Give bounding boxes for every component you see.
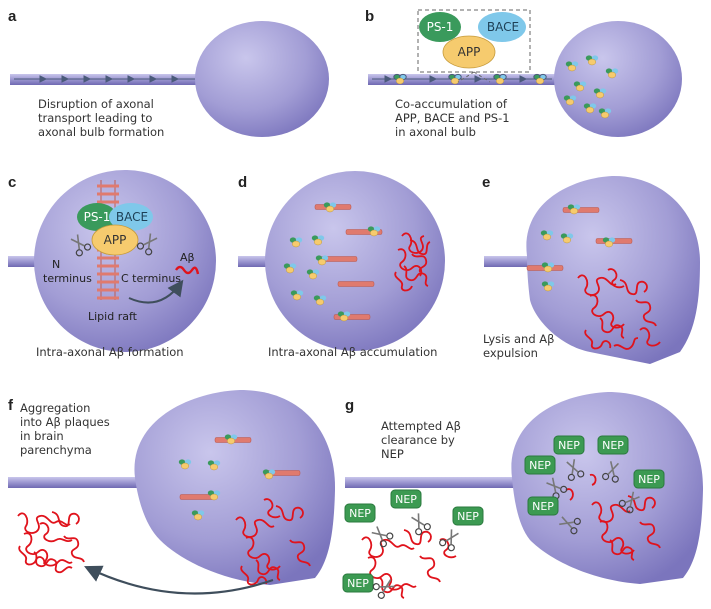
ps1-c	[77, 203, 117, 231]
bace-label-c: BACE	[116, 210, 148, 224]
nep-enzyme: NEP	[342, 573, 398, 601]
panel-label-d: d	[238, 174, 247, 191]
caption-c: Intra-axonal Aβ formation	[36, 345, 184, 359]
ps1-label-c: PS-1	[84, 210, 111, 224]
nep-enzyme: NEP	[617, 469, 665, 515]
nep-label: NEP	[349, 507, 371, 520]
nep-label: NEP	[558, 439, 580, 452]
nep-enzyme: NEP	[527, 496, 582, 536]
caption-f-line4: parenchyma	[20, 443, 92, 457]
panel-label-a: a	[8, 8, 17, 25]
nep-label: NEP	[347, 577, 369, 590]
nep-label: NEP	[395, 493, 417, 506]
nep-tags: NEP NEP NEP NEP NEP	[342, 435, 665, 601]
caption-a-line1: Disruption of axonal	[38, 97, 154, 111]
app-b	[442, 35, 496, 69]
panel-label-b: b	[365, 8, 374, 25]
axon-f	[8, 477, 138, 488]
caption-e-line1: Lysis and Aβ	[483, 332, 555, 346]
curved-arrow-icon	[128, 279, 184, 304]
panel-e: e Lysis and Aβ expulsion	[482, 174, 700, 364]
abeta-aggregate-f	[235, 498, 311, 586]
n-terminus-line2: terminus	[43, 272, 92, 285]
caption-e: Lysis and Aβ expulsion	[483, 332, 558, 360]
caption-f: Aggregation into Aβ plaques in brain par…	[20, 401, 113, 457]
abeta-aggregate-icon	[394, 232, 431, 292]
nep-enzyme: NEP	[553, 435, 586, 482]
nep-label: NEP	[638, 473, 660, 486]
caption-b-line2: APP, BACE and PS-1	[395, 111, 510, 125]
caption-a-line2: transport leading to	[38, 111, 152, 125]
nep-label: NEP	[529, 459, 551, 472]
panel-label-c: c	[8, 174, 16, 191]
caption-b-line3: in axonal bulb	[395, 125, 476, 139]
abeta-plaque-g	[361, 529, 457, 599]
axon-d	[238, 256, 278, 267]
panel-b: b PS-1 BACE APP Co-accumulation of	[365, 8, 682, 139]
nep-label: NEP	[457, 510, 479, 523]
axon-e	[484, 256, 529, 267]
caption-g-line3: NEP	[381, 447, 404, 461]
nep-enzyme: NEP	[597, 435, 629, 484]
abeta-fragment-c	[175, 265, 200, 275]
axonal-bulb-a	[195, 21, 329, 137]
caption-a: Disruption of axonal transport leading t…	[38, 97, 164, 139]
ps1-label-b: PS-1	[427, 20, 454, 34]
nep-enzyme: NEP	[390, 489, 433, 537]
c-terminus-label: C terminus	[121, 272, 181, 285]
nep-label: NEP	[532, 500, 554, 513]
axon-c	[8, 256, 48, 267]
n-terminus-label: N terminus	[43, 258, 92, 285]
lipid-raft-label: Lipid raft	[88, 310, 138, 323]
axonal-bulb-b	[554, 21, 682, 137]
app-label-b: APP	[458, 45, 481, 59]
panel-label-e: e	[482, 174, 490, 191]
axon-g	[345, 477, 515, 488]
panel-label-f: f	[8, 397, 14, 414]
panel-label-g: g	[345, 397, 354, 414]
bace-label-b: BACE	[487, 20, 519, 34]
nep-enzyme: NEP	[437, 506, 484, 553]
caption-a-line3: axonal bulb formation	[38, 125, 164, 139]
panel-f: f	[8, 390, 336, 595]
protein-complex-b: PS-1 BACE APP	[419, 12, 526, 69]
n-terminus-line1: N	[52, 258, 60, 271]
caption-f-line3: in brain	[20, 429, 64, 443]
bace-b	[478, 12, 526, 42]
abeta-aggregate-g	[565, 473, 661, 561]
caption-e-line2: expulsion	[483, 346, 538, 360]
caption-b: Co-accumulation of APP, BACE and PS-1 in…	[395, 97, 513, 139]
transport-arrows	[14, 75, 195, 83]
caption-f-line1: Aggregation	[20, 401, 90, 415]
curved-arrow-icon	[84, 565, 274, 595]
abeta-plaque-f	[17, 511, 85, 574]
abeta-expelled-e	[577, 268, 661, 350]
caption-f-line2: into Aβ plaques	[20, 415, 110, 429]
panel-d: d Intra-axonal Aβ accumulation	[238, 171, 445, 359]
panel-g: g NEP NEP	[342, 392, 704, 601]
panel-c: c PS-1 BACE APP N terminus C terminus Aβ…	[8, 170, 216, 359]
ruptured-bulb-g	[511, 392, 704, 584]
caption-b-line1: Co-accumulation of	[395, 97, 508, 111]
abeta-label-c: Aβ	[180, 251, 195, 264]
caption-g: Attempted Aβ clearance by NEP	[381, 419, 465, 461]
caption-d: Intra-axonal Aβ accumulation	[268, 345, 437, 359]
nep-enzyme: NEP	[524, 455, 569, 501]
bace-c	[109, 203, 153, 231]
app-c	[91, 224, 139, 256]
app-label-c: APP	[104, 233, 127, 247]
panel-a: a Disruption of axonal transport leading…	[8, 8, 329, 139]
nep-enzyme: NEP	[344, 503, 395, 549]
nep-label: NEP	[602, 439, 624, 452]
ruptured-bulb-f	[134, 390, 336, 585]
zoom-box	[417, 9, 531, 73]
protein-complex-c: PS-1 BACE APP	[77, 203, 153, 256]
caption-g-line1: Attempted Aβ	[381, 419, 461, 433]
ps1-b	[419, 12, 461, 42]
scissors-icon	[437, 526, 463, 553]
caption-g-line2: clearance by	[381, 433, 455, 447]
